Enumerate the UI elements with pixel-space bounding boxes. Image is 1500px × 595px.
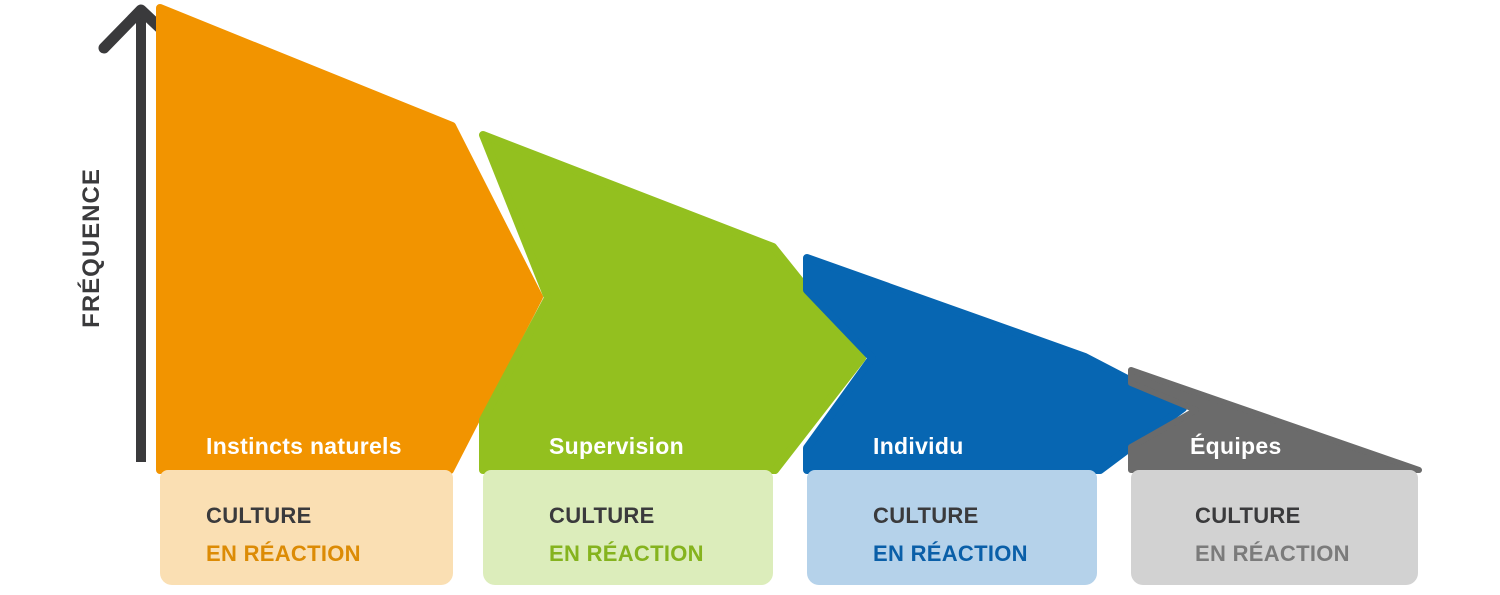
culture-box-instincts-naturels: CULTURE EN RÉACTION	[160, 470, 453, 585]
culture-box-equipes: CULTURE EN RÉACTION	[1131, 470, 1418, 585]
culture-text-line1: CULTURE	[873, 503, 979, 528]
frequency-axis-label: FRÉQUENCE	[77, 168, 105, 328]
culture-text-line1: CULTURE	[1195, 503, 1301, 528]
frequency-axis: FRÉQUENCE	[77, 4, 183, 462]
stage-shape-equipes-outline	[1128, 367, 1422, 473]
culture-text-line2: EN RÉACTION	[206, 541, 361, 566]
culture-text-line1: CULTURE	[206, 503, 312, 528]
stage-shape-instincts-naturels-outline	[156, 4, 543, 474]
culture-text-line2: EN RÉACTION	[549, 541, 704, 566]
stage-label-individu: Individu	[873, 433, 964, 459]
culture-text-line1: CULTURE	[549, 503, 655, 528]
culture-box-individu: CULTURE EN RÉACTION	[807, 470, 1097, 585]
culture-text-line2: EN RÉACTION	[1195, 541, 1350, 566]
culture-text-line2: EN RÉACTION	[873, 541, 1028, 566]
stage-shape-individu-outline	[803, 254, 1187, 474]
stage-label-instincts-naturels: Instincts naturels	[206, 433, 402, 459]
stage-label-equipes: Équipes	[1190, 433, 1282, 459]
culture-box-supervision: CULTURE EN RÉACTION	[483, 470, 773, 585]
stage-shape-individu	[807, 258, 1183, 470]
stage-label-supervision: Supervision	[549, 433, 684, 459]
stage-shape-supervision	[483, 135, 862, 470]
